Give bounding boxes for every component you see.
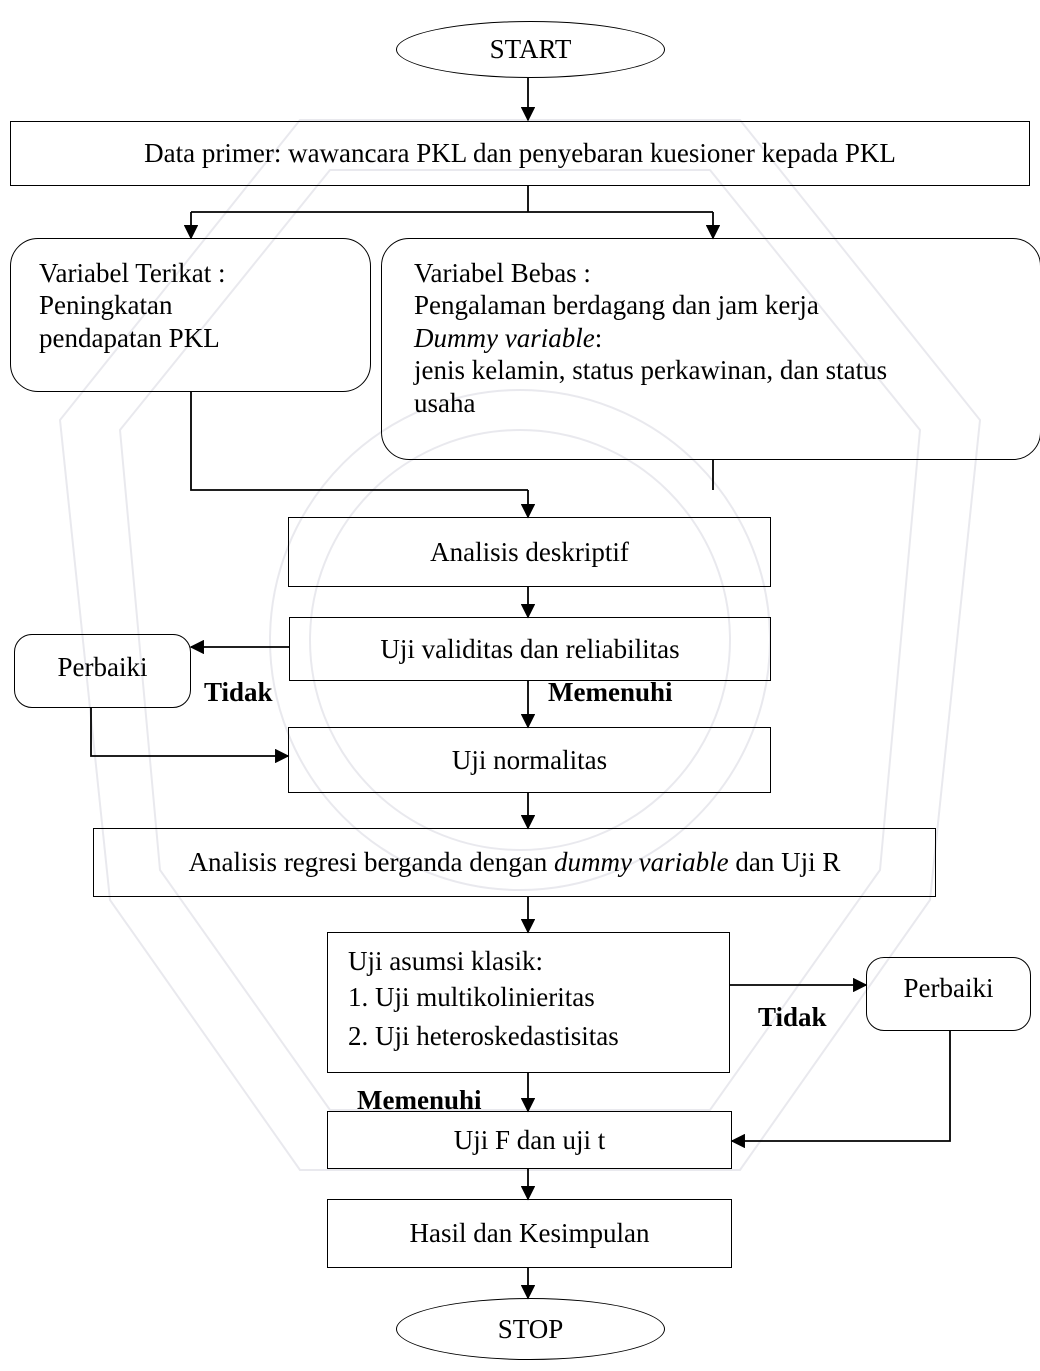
arrow-perbaiki-to-normalitas xyxy=(90,708,290,764)
perbaiki-box-left: Perbaiki xyxy=(14,634,191,708)
uji-normalitas-label: Uji normalitas xyxy=(451,744,608,775)
regresi-text-1: Analisis regresi berganda dengan xyxy=(188,847,554,878)
variabel-terikat-line-3: pendapatan PKL xyxy=(39,322,220,353)
analisis-regresi-label: Analisis regresi berganda dengan dummy v… xyxy=(189,846,841,878)
uji-validitas-box: Uji validitas dan reliabilitas xyxy=(289,617,771,681)
data-primer-box: Data primer: wawancara PKL dan penyebara… xyxy=(10,121,1030,186)
stop-node: STOP xyxy=(396,1298,665,1360)
analisis-regresi-box: Analisis regresi berganda dengan dummy v… xyxy=(93,828,936,897)
uji-asumsi-item-1: 1. Uji multikolinieritas xyxy=(348,982,595,1013)
uji-asumsi-title: Uji asumsi klasik: xyxy=(348,946,543,976)
variabel-bebas-line-3: Dummy variable: xyxy=(414,322,1020,354)
analisis-deskriptif-label: Analisis deskriptif xyxy=(430,536,629,567)
uji-asumsi-item-2: 2. Uji heteroskedastisitas xyxy=(348,1020,619,1051)
dummy-variable-colon: : xyxy=(594,322,603,353)
uji-asumsi-box: Uji asumsi klasik: 1. Uji multikolinieri… xyxy=(327,932,730,1073)
variabel-bebas-box: Variabel Bebas : Pengalaman berdagang da… xyxy=(381,238,1040,460)
regresi-text-2: dan Uji R xyxy=(728,847,841,878)
hasil-kesimpulan-label: Hasil dan Kesimpulan xyxy=(409,1218,650,1249)
uji-asumsi-list: 1. Uji multikolinieritas 2. Uji heterosk… xyxy=(348,981,729,1052)
start-node: START xyxy=(396,21,665,78)
variabel-bebas-line-5: usaha xyxy=(414,387,476,418)
variabel-terikat-box: Variabel Terikat : Peningkatan pendapata… xyxy=(10,238,371,392)
arrow-perbaiki-to-ujif xyxy=(730,1031,951,1149)
stop-label: STOP xyxy=(497,1313,564,1344)
variabel-bebas-line-1: Variabel Bebas : xyxy=(414,258,591,288)
uji-f-t-box: Uji F dan uji t xyxy=(327,1111,732,1169)
data-primer-label: Data primer: wawancara PKL dan penyebara… xyxy=(144,138,896,169)
line-terikat-merge xyxy=(190,392,528,491)
tidak-label-left: Tidak xyxy=(204,677,273,707)
analisis-deskriptif-box: Analisis deskriptif xyxy=(288,517,771,587)
dummy-variable-italic: Dummy variable xyxy=(414,322,595,353)
uji-validitas-label: Uji validitas dan reliabilitas xyxy=(380,633,680,664)
variabel-terikat-line-1: Variabel Terikat : xyxy=(39,258,226,288)
perbaiki-box-right: Perbaiki xyxy=(866,957,1031,1031)
uji-normalitas-box: Uji normalitas xyxy=(288,727,771,793)
variabel-terikat-line-2: Peningkatan xyxy=(39,290,173,321)
regresi-text-italic: dummy variable xyxy=(553,847,729,878)
perbaiki-right-label: Perbaiki xyxy=(903,973,994,1003)
start-label: START xyxy=(489,34,572,65)
perbaiki-left-label: Perbaiki xyxy=(57,652,148,682)
hasil-kesimpulan-box: Hasil dan Kesimpulan xyxy=(327,1199,732,1268)
memenuhi-label-bottom: Memenuhi xyxy=(357,1085,482,1115)
memenuhi-label-top: Memenuhi xyxy=(548,677,673,707)
tidak-label-right: Tidak xyxy=(758,1002,827,1032)
variabel-bebas-line-2: Pengalaman berdagang dan jam kerja xyxy=(414,290,819,321)
uji-f-t-label: Uji F dan uji t xyxy=(453,1124,606,1155)
variabel-bebas-line-4: jenis kelamin, status perkawinan, dan st… xyxy=(414,355,888,386)
